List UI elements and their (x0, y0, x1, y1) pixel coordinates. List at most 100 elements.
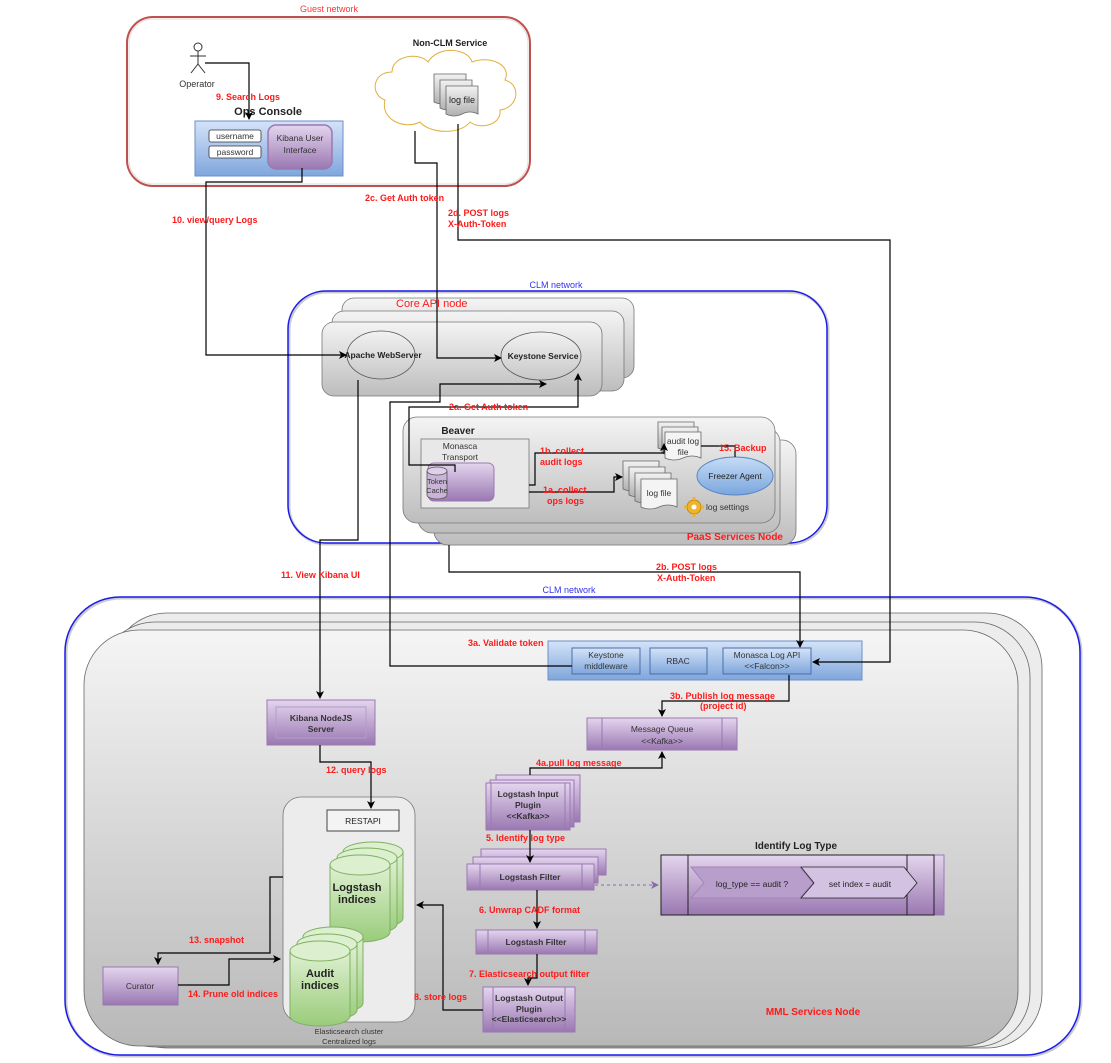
step-1a-label-1: 1a. collect (543, 485, 587, 495)
filter2-label: Logstash Filter (506, 937, 568, 947)
token-cache-label-2: Cache (426, 486, 448, 495)
audit-log-file-icon[interactable] (657, 421, 702, 461)
paas-services-node-title: PaaS Services Node (687, 532, 784, 543)
freezer-agent-label: Freezer Agent (708, 471, 762, 481)
log-file-label: log file (647, 488, 672, 498)
step-2b-label-2: X-Auth-Token (657, 573, 715, 583)
token-cache-db-icon[interactable] (426, 466, 448, 500)
step-2c-label: 2c. Get Auth token (365, 193, 444, 203)
step-5-label: 5. Identify log type (486, 833, 565, 843)
kibana-ui-label-1: Kibana User (277, 133, 324, 143)
kibana-ui-label-2: Interface (283, 145, 316, 155)
output-plugin-label-2: Plugin (516, 1004, 542, 1014)
logstash-input-plugin[interactable] (485, 774, 581, 831)
monasca-log-api-label-1: Monasca Log API (734, 650, 801, 660)
gear-icon (684, 497, 704, 517)
output-plugin-label-3: <<Elasticsearch>> (492, 1014, 567, 1024)
step-3b-label-1: 3b. Publish log message (670, 691, 775, 701)
identify-log-type-title: Identify Log Type (755, 841, 837, 852)
operator-label: Operator (179, 79, 215, 89)
filter1-label: Logstash Filter (500, 872, 562, 882)
step-4a-label: 4a.pull log message (536, 758, 622, 768)
rest-api[interactable] (326, 809, 400, 832)
monasca-transport-label-1: Monasca (443, 441, 478, 451)
monasca-log-api-label-2: <<Falcon>> (744, 661, 789, 671)
kibana-nodejs-label-1: Kibana NodeJS (290, 713, 353, 723)
output-plugin-label-1: Logstash Output (495, 993, 563, 1003)
es-cluster-label-1: Elasticsearch cluster (315, 1027, 384, 1036)
rbac-label: RBAC (666, 656, 690, 666)
step-2d-label-1: 2d. POST logs (448, 208, 509, 218)
step-13-label: 13. snapshot (189, 935, 244, 945)
kibana-user-interface[interactable] (267, 124, 333, 170)
audit-indices-db-icon[interactable] (289, 926, 364, 1027)
message-queue-label-2: <<Kafka>> (641, 736, 683, 746)
step-2a-label: 2a. Get Auth token (449, 402, 528, 412)
logstash-filter-1[interactable] (466, 848, 607, 891)
step-7-label: 7. Elasticsearch output filter (469, 969, 590, 979)
identify-step-condition (689, 866, 814, 899)
logstash-indices-db-icon[interactable] (329, 841, 404, 943)
step-2b-label-1: 2b. POST logs (656, 562, 717, 572)
rbac[interactable] (649, 647, 708, 675)
step-14-label: 14. Prune old indices (188, 989, 278, 999)
curator[interactable] (102, 966, 179, 1006)
audit-indices-label-1: Audit (306, 968, 334, 980)
kibana-nodejs-label-2: Server (308, 724, 335, 734)
step-6-label: 6. Unwrap CADF format (479, 905, 580, 915)
password-field-label: password (217, 147, 254, 157)
apache-webserver-label: Apache WebServer (344, 350, 422, 360)
keystone-middleware-label-2: middleware (584, 661, 628, 671)
logstash-indices-label-2: indices (338, 894, 376, 906)
guest-network-label: Guest network (300, 4, 359, 14)
operator-icon (190, 42, 206, 74)
keystone-middleware[interactable] (571, 647, 641, 675)
step-3b-label-2: (project id) (700, 701, 747, 711)
mml-services-node-title: MML Services Node (766, 1007, 861, 1018)
rest-api-label: RESTAPI (345, 816, 381, 826)
connectors (154, 62, 891, 1011)
input-plugin-label-3: <<Kafka>> (506, 811, 549, 821)
keystone-service-label: Keystone Service (508, 351, 579, 361)
logstash-filter-2[interactable] (475, 929, 598, 955)
step-3a-label: 3a. Validate token (468, 638, 544, 648)
step-11-label: 11. View Kibana UI (281, 570, 360, 580)
step-1b-label-2: audit logs (540, 457, 583, 467)
username-field-label: username (216, 131, 254, 141)
step-labels: 9. Search Logs 10. view/query Logs 2c. G… (172, 92, 775, 1002)
identify-step-action (800, 866, 918, 899)
log-file-icon (433, 73, 479, 117)
audit-log-file-label-1: audit log (667, 436, 699, 446)
step-15-label: 15. Backup (719, 443, 767, 453)
token-cache-label-1: Token (427, 477, 447, 486)
log-file-stack-icon[interactable] (622, 460, 678, 510)
audit-log-file-label-2: file (678, 447, 689, 457)
logstash-indices-label-1: Logstash (333, 882, 382, 894)
identify-step1-label: log_type == audit ? (716, 879, 789, 889)
clm-network-bottom-label: CLM network (542, 585, 596, 595)
apache-webserver[interactable] (346, 330, 416, 380)
step-1a-label-2: ops logs (547, 496, 584, 506)
curator-label: Curator (126, 981, 155, 991)
step-2d-label-2: X-Auth-Token (448, 219, 506, 229)
username-field[interactable] (208, 129, 262, 143)
password-field[interactable] (208, 145, 262, 159)
step-12-label: 12. query logs (326, 765, 387, 775)
kibana-nodejs-server[interactable] (266, 699, 376, 746)
clm-network-top-label: CLM network (529, 280, 583, 290)
step-1b-label-1: 1b. collect (540, 446, 584, 456)
keystone-middleware-label-1: Keystone (588, 650, 624, 660)
non-clm-service-title: Non-CLM Service (413, 38, 488, 48)
logstash-output-plugin[interactable] (482, 986, 576, 1033)
monasca-log-api[interactable] (722, 647, 812, 675)
audit-indices-label-2: indices (301, 980, 339, 992)
step-8-label: 8. store logs (414, 992, 467, 1002)
input-plugin-label-2: Plugin (515, 800, 541, 810)
input-plugin-label-1: Logstash Input (498, 789, 559, 799)
ops-console-title: Ops Console (234, 106, 302, 118)
message-queue[interactable] (586, 717, 738, 751)
core-api-node-title: Core API node (396, 298, 468, 310)
non-clm-log-file-label: log file (449, 95, 475, 105)
step-10-label: 10. view/query Logs (172, 215, 258, 225)
